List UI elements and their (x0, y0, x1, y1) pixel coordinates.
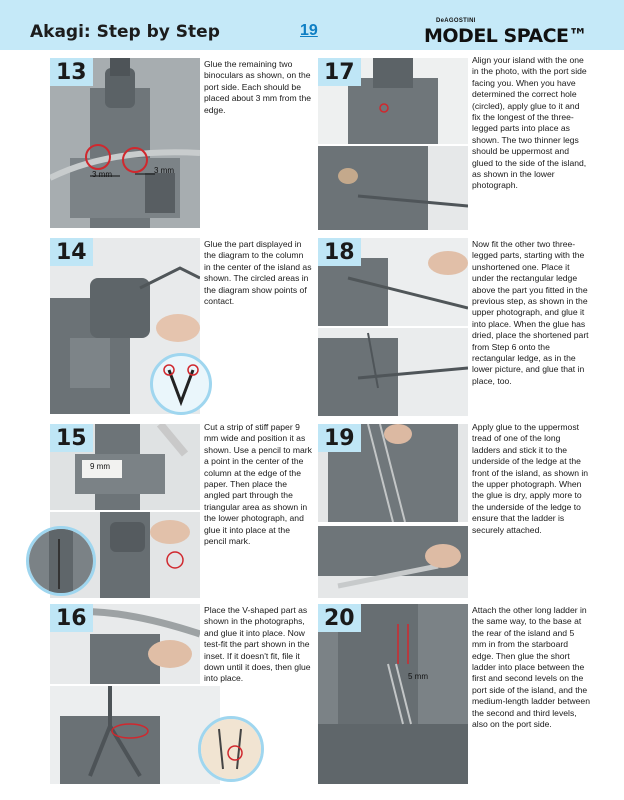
step-14-text: Glue the part displayed in the diagram t… (204, 239, 312, 307)
step-16-photo-lower (50, 686, 220, 784)
step-13-label-left: 3 mm (92, 170, 112, 179)
step-18-number: 18 (318, 238, 361, 266)
step-15-photo-upper (50, 424, 200, 510)
step-19-photo-lower (318, 526, 468, 598)
step-13-text: Glue the remaining two binoculars as sho… (204, 59, 311, 115)
step-15-label-width: 9 mm (90, 462, 110, 471)
step-20-text: Attach the other long ladder in the same… (472, 605, 590, 730)
step-16-text: Place the V-shaped part as shown in the … (204, 605, 311, 684)
page-title: Akagi: Step by Step (30, 22, 220, 42)
step-20-number: 20 (318, 604, 361, 632)
page-number: 19 (300, 22, 318, 39)
step-16-number: 16 (50, 604, 93, 632)
brand-publisher: DeAGOSTINI (436, 18, 476, 24)
step-14-diagram-inset (150, 353, 212, 415)
step-13: 13 3 mm 3 mm Glue the remaining two bino… (50, 58, 312, 228)
step-15-inset (26, 526, 96, 596)
step-14: 14 Glue the part displayed in the diagra… (50, 238, 312, 418)
step-17-photo-upper (318, 58, 468, 144)
step-19-number: 19 (318, 424, 361, 452)
step-16-photo-upper (50, 604, 200, 684)
page-header: Akagi: Step by Step 19 DeAGOSTINI MODEL … (0, 0, 624, 50)
step-18-photo-upper (318, 238, 468, 326)
step-19: 19 Apply glue to the uppermost tread of … (318, 422, 608, 598)
step-15-number: 15 (50, 424, 93, 452)
step-20-label-distance: 5 mm (408, 672, 428, 681)
step-16: 16 Place the V-shaped part as shown in t… (50, 604, 312, 784)
step-15: 15 9 mm Cut a strip of stiff paper 9 mm … (26, 422, 312, 598)
step-16-inset (198, 716, 264, 782)
brand-logo: DeAGOSTINI MODEL SPACE™ (418, 18, 603, 48)
step-13-number: 13 (50, 58, 93, 86)
step-18: 18 Now fit the other two three-legged pa… (318, 238, 608, 418)
step-13-label-right: 3 mm (154, 166, 174, 175)
step-14-number: 14 (50, 238, 93, 266)
step-17: 17 Align your island with the one in the… (318, 55, 608, 230)
step-17-photo-lower (318, 146, 468, 230)
brand-name: MODEL SPACE™ (424, 25, 588, 47)
step-19-text: Apply glue to the uppermost tread of one… (472, 422, 589, 535)
step-17-text: Align your island with the one in the ph… (472, 55, 587, 191)
step-18-photo-lower (318, 328, 468, 416)
step-20-photo (318, 604, 468, 784)
step-20: 20 5 mm Attach the other long ladder in … (318, 604, 608, 784)
step-18-text: Now fit the other two three-legged parts… (472, 239, 589, 386)
step-14-photo (50, 238, 200, 414)
step-17-number: 17 (318, 58, 361, 86)
step-15-text: Cut a strip of stiff paper 9 mm wide and… (204, 422, 312, 547)
step-13-photo (50, 58, 200, 228)
